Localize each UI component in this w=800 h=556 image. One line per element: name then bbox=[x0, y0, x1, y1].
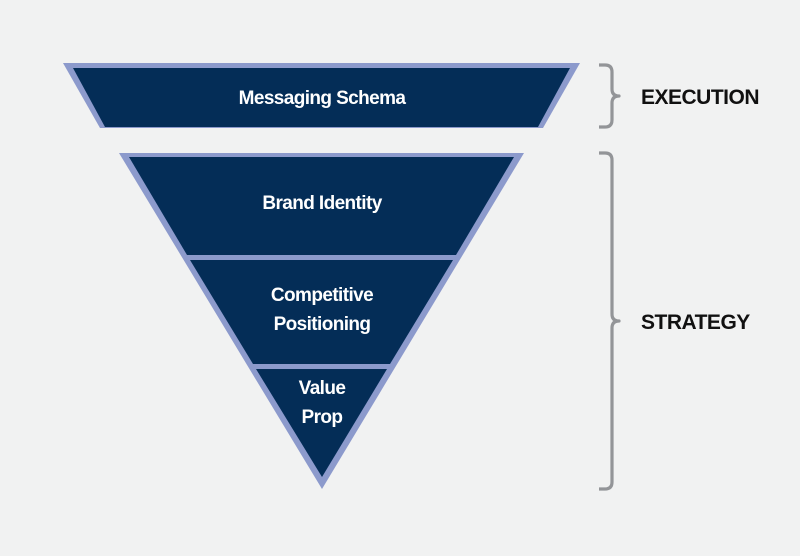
brand-identity-segment bbox=[129, 157, 514, 255]
competitive-positioning-segment bbox=[190, 260, 453, 364]
strategy-pyramid: Brand Identity Competitive Positioning V… bbox=[119, 153, 524, 489]
value-prop-label-line2: Prop bbox=[302, 407, 343, 428]
messaging-schema-fill bbox=[73, 68, 570, 127]
execution-band: Messaging Schema bbox=[63, 63, 580, 128]
competitive-positioning-label-line1: Competitive bbox=[271, 285, 373, 306]
strategy-label: STRATEGY bbox=[641, 311, 750, 334]
competitive-positioning-label-line2: Positioning bbox=[274, 314, 371, 335]
execution-label: EXECUTION bbox=[641, 86, 759, 109]
value-prop-segment bbox=[256, 369, 387, 477]
execution-group: EXECUTION bbox=[599, 63, 760, 129]
strategy-brace-icon bbox=[599, 151, 621, 491]
brand-identity-label: Brand Identity bbox=[262, 193, 382, 214]
execution-brace-icon bbox=[599, 63, 621, 129]
strategy-group: STRATEGY bbox=[599, 151, 751, 491]
value-prop-label-line1: Value bbox=[299, 378, 346, 399]
messaging-schema-label: Messaging Schema bbox=[239, 88, 407, 109]
